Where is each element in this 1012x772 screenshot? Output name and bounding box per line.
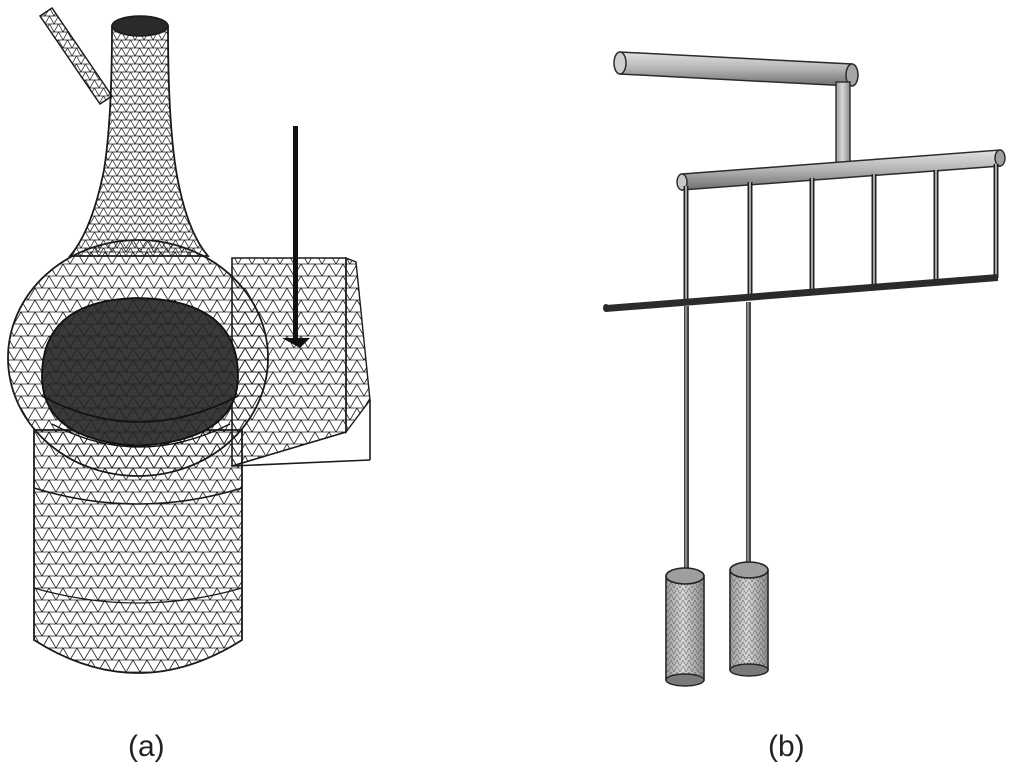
bottom-crossbar (603, 274, 998, 312)
cylinder-weight-left (665, 567, 705, 687)
caption-a: (a) (128, 730, 165, 763)
inner-bowl-dark (41, 297, 239, 448)
panel-b-manifold (590, 0, 1012, 700)
cylinder-weight-right (729, 561, 769, 677)
top-header-pipe (613, 51, 859, 87)
side-box-mesh (231, 256, 371, 468)
panel-a-mesh-vessel (0, 0, 400, 700)
branch-rods-highlight (685, 164, 997, 300)
inclined-rod (38, 6, 114, 106)
lower-cylinder-mesh (33, 429, 243, 674)
neck-mesh (68, 15, 210, 257)
vertical-stopper-rod (282, 126, 310, 348)
distribution-pipe (676, 149, 1006, 191)
vertical-connector-pipe (835, 81, 851, 167)
manifold-figure (603, 51, 1006, 687)
vessel-mesh-figure (7, 6, 371, 674)
hanging-rods (684, 302, 751, 568)
caption-b: (b) (768, 730, 805, 763)
